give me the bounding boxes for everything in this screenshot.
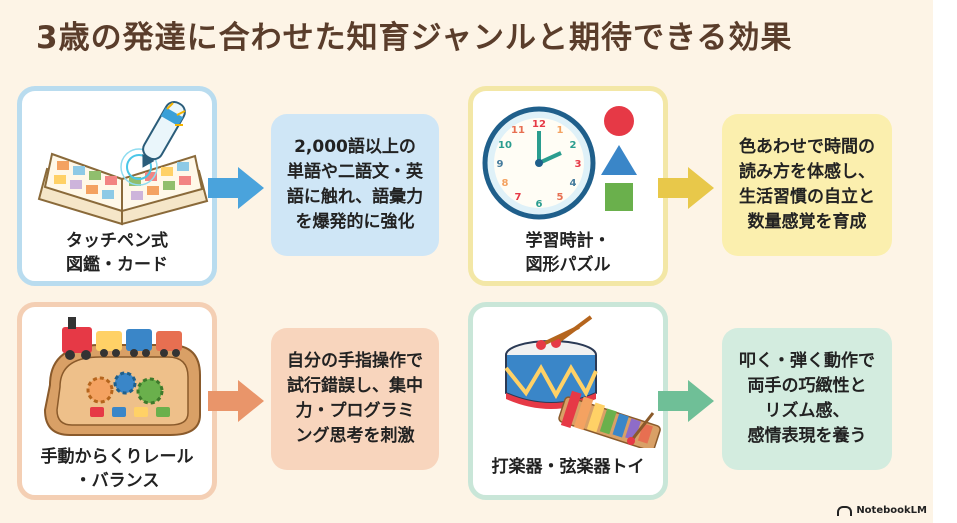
svg-text:6: 6 [536,199,543,210]
effect-box-rhythm: 叩く・弾く動作で 両手の巧緻性と リズム感、 感情表現を養う [722,328,892,470]
arrow-right-icon [658,380,714,422]
arrow-right-icon [208,380,264,422]
logo-text: NotebookLM [856,505,927,516]
svg-text:5: 5 [557,192,564,203]
genre-label: 打楽器・弦楽器トイ [491,457,645,477]
arrow-right-icon [658,167,714,209]
arrow-right-icon [208,167,264,209]
picture-book-touch-pen-icon [37,100,209,226]
clock-and-shapes-icon: 12 1 2 3 4 5 6 7 8 9 10 11 [482,106,637,220]
genre-card-mechanical-rail: 手動からくりレール ・バランス [17,302,217,500]
svg-text:12: 12 [532,119,546,130]
svg-text:9: 9 [497,159,504,170]
page-title: 3歳の発達に合わせた知育ジャンルと期待できる効果 [36,20,793,56]
notebooklm-logo: NotebookLM [837,505,927,516]
genre-label: 学習時計・ 図形パズル [525,231,611,275]
genre-card-instruments: 打楽器・弦楽器トイ [468,302,668,500]
effect-box-trial-and-error: 自分の手指操作で 試行錯誤し、集中 力・プログラミ ング思考を刺激 [271,328,439,470]
svg-text:2: 2 [570,140,577,151]
genre-card-touch-pen: タッチペン式 図鑑・カード [17,86,217,286]
svg-text:3: 3 [575,159,582,170]
genre-label: タッチペン式 図鑑・カード [66,231,168,275]
genre-label: 手動からくりレール ・バランス [40,447,194,491]
svg-text:1: 1 [557,125,564,136]
drum-xylophone-icon [504,315,661,448]
page-edge [933,0,957,523]
notebooklm-logo-icon [837,505,853,516]
effect-box-vocabulary: 2,000語以上の 単語や二語文・英 語に触れ、語彙力 を爆発的に強化 [271,114,439,256]
train-rail-gears-icon [43,317,201,436]
svg-text:10: 10 [498,140,512,151]
svg-text:11: 11 [511,125,525,136]
svg-text:4: 4 [570,178,577,189]
effect-box-time-reading: 色あわせで時間の 読み方を体感し、 生活習慣の自立と 数量感覚を育成 [722,114,892,256]
genre-card-clock-puzzle: 12 1 2 3 4 5 6 7 8 9 10 11 学習時計・ 図形パズル [468,86,668,286]
svg-text:8: 8 [502,178,509,189]
svg-text:7: 7 [515,192,522,203]
